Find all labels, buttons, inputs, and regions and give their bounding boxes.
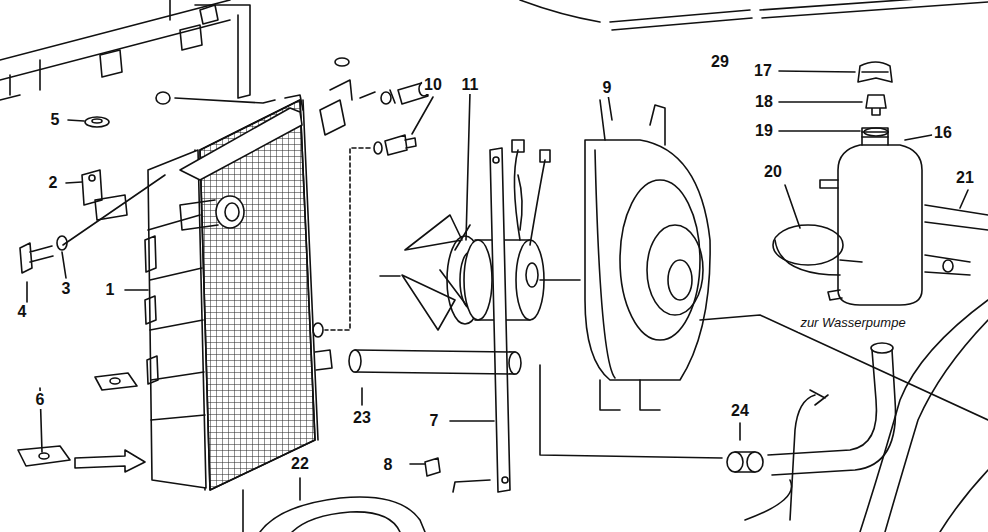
- callout-number: 29: [709, 53, 731, 71]
- callout-number: 24: [729, 402, 751, 420]
- callout-number: 10: [422, 76, 444, 94]
- callout-number: 3: [60, 280, 73, 298]
- callout-number: 6: [34, 391, 47, 409]
- callout-number: 20: [762, 163, 784, 181]
- callout-number: 16: [932, 124, 954, 142]
- callout-number: 9: [601, 79, 614, 97]
- callout-number: 11: [460, 76, 481, 94]
- callout-number: 17: [752, 62, 774, 80]
- callout-number: 2: [47, 174, 60, 192]
- callout-number: 18: [753, 93, 775, 111]
- callout-number: 5: [49, 111, 62, 129]
- callout-number: 1: [104, 281, 117, 299]
- note-label: zur Wasserpumpe: [798, 314, 907, 332]
- callout-number: 23: [351, 409, 373, 427]
- callout-number: 19: [753, 122, 775, 140]
- callout-number: 21: [954, 169, 976, 187]
- callout-number: 22: [289, 455, 311, 473]
- callout-number: 8: [382, 456, 395, 474]
- callout-number: 7: [428, 412, 441, 430]
- callout-number: 4: [16, 303, 29, 321]
